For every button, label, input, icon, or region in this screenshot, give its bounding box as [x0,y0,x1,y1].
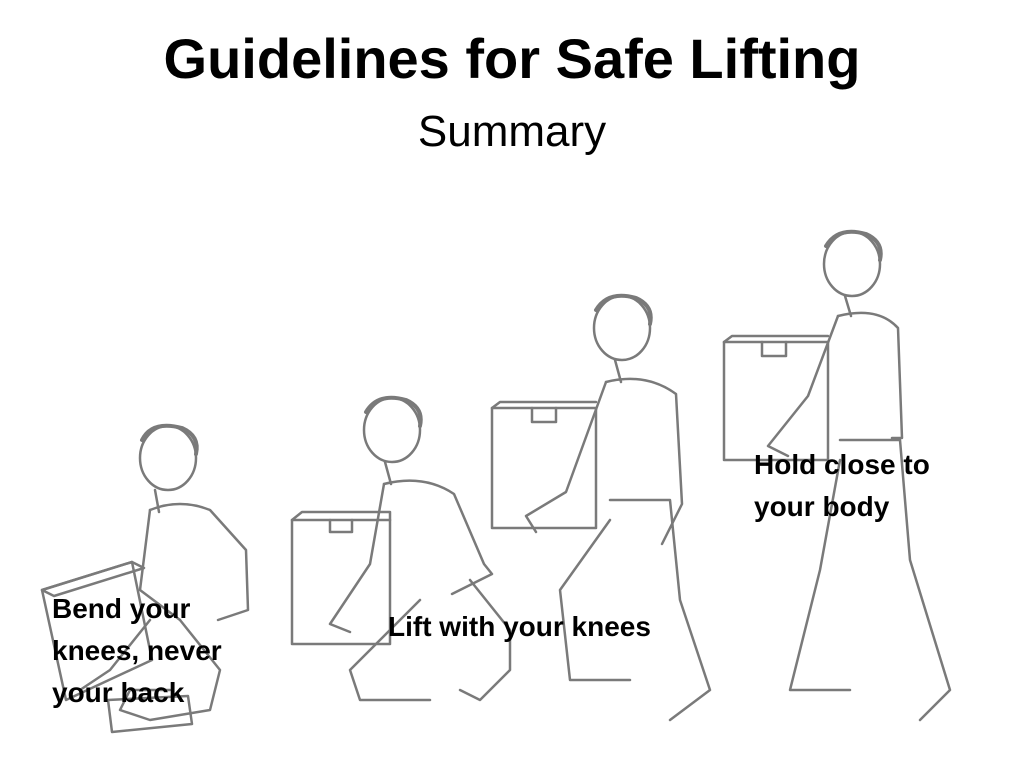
slide-subtitle: Summary [417,107,607,156]
figure-4-standing [722,229,952,722]
figure-2-lifting [290,395,512,702]
caption-hold-close: Hold close to your body [754,449,930,522]
box-4 [722,340,830,462]
figure-1-squatting [40,423,250,734]
caption-bend-knees: Bend your knees, never your back [52,593,222,708]
box-3 [490,406,598,530]
box-2 [290,518,392,646]
figure-3-rising [490,293,712,722]
caption-lift-with-knees: Lift with your knees [388,611,651,642]
slide-title: Guidelines for Safe Lifting [163,27,861,90]
